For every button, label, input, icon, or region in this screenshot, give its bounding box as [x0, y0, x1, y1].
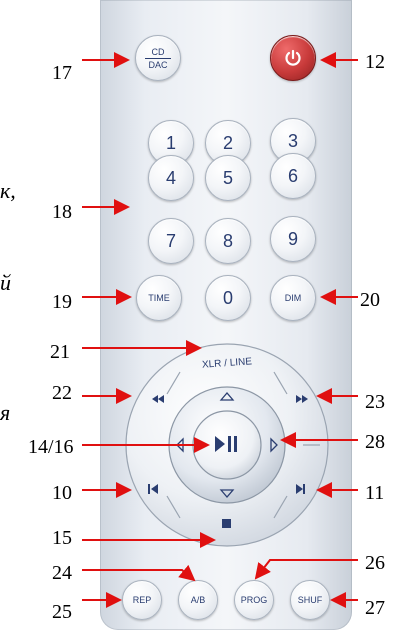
dac-label: DAC: [148, 59, 168, 70]
callout-25: 25: [52, 601, 72, 623]
callout-28: 28: [365, 431, 385, 453]
callout-10: 10: [52, 482, 72, 504]
ab-button[interactable]: A/B: [178, 580, 218, 620]
power-icon: [285, 49, 301, 66]
callout-15: 15: [52, 527, 72, 549]
callout-12: 12: [365, 51, 385, 73]
digit-6-button[interactable]: 6: [270, 153, 316, 199]
callout-20: 20: [360, 289, 380, 311]
callout-17: 17: [52, 62, 72, 84]
cd-dac-button[interactable]: CD DAC: [135, 35, 181, 81]
time-button[interactable]: TIME: [136, 275, 182, 321]
callout-24: 24: [52, 562, 72, 584]
callout-22: 22: [52, 382, 72, 404]
text-fragment: к,: [0, 178, 16, 203]
callout-26: 26: [365, 552, 385, 574]
cd-dac-separator: [145, 57, 171, 59]
callout-11: 11: [365, 482, 385, 504]
callout-21: 21: [50, 341, 70, 363]
callout-19: 19: [52, 291, 72, 313]
callout-18: 18: [52, 201, 72, 223]
digit-3-button[interactable]: 3: [270, 118, 316, 164]
callout-27: 27: [365, 597, 385, 619]
shuffle-button[interactable]: SHUF: [290, 580, 330, 620]
program-button[interactable]: PROG: [234, 580, 274, 620]
power-button[interactable]: [270, 35, 316, 81]
dim-button[interactable]: DIM: [270, 275, 316, 321]
callout-23: 23: [365, 391, 385, 413]
digit-9-button[interactable]: 9: [270, 216, 316, 262]
text-fragment: й: [0, 270, 11, 295]
digit-7-button[interactable]: 7: [148, 218, 194, 264]
digit-4-button[interactable]: 4: [148, 155, 194, 201]
digit-5-button[interactable]: 5: [205, 155, 251, 201]
text-fragment: я: [0, 400, 11, 425]
digit-0-button[interactable]: 0: [205, 275, 251, 321]
callout-14-16: 14/16: [28, 436, 74, 458]
repeat-button[interactable]: REP: [122, 580, 162, 620]
digit-8-button[interactable]: 8: [205, 218, 251, 264]
cd-label: CD: [151, 46, 165, 57]
